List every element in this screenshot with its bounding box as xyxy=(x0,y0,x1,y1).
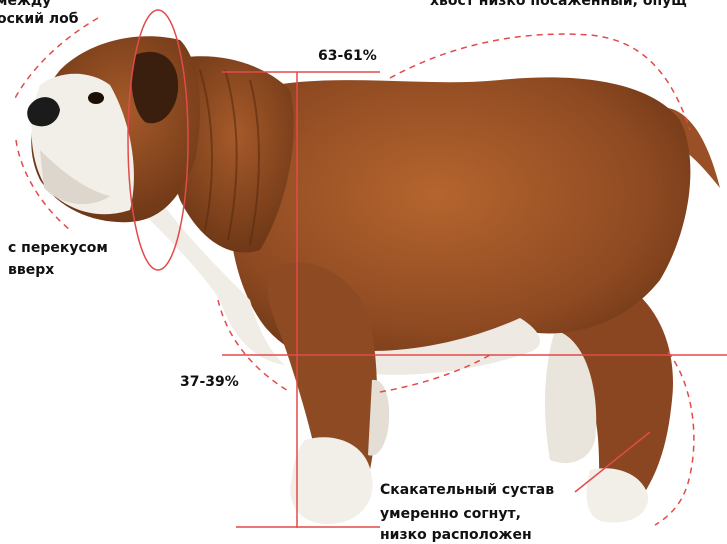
hock-label-line1: Скакательный сустав xyxy=(380,482,554,498)
hock-label-line3: низко расположен xyxy=(380,527,532,543)
bite-label-line1: с перекусом xyxy=(8,240,108,256)
dog-eye xyxy=(88,92,104,104)
flat-forehead-label: оский лоб xyxy=(0,11,79,27)
bulldog-photo xyxy=(27,36,720,524)
withers-ratio-label: 63-61% xyxy=(318,48,377,64)
hock-label-line2: умеренно согнут, xyxy=(380,506,521,522)
top-left-cut-label: между xyxy=(0,0,51,9)
bite-label-line2: вверх xyxy=(8,262,54,278)
tail-label: хвост низко посаженный, опущ xyxy=(430,0,687,9)
chest-ratio-label: 37-39% xyxy=(180,374,239,390)
